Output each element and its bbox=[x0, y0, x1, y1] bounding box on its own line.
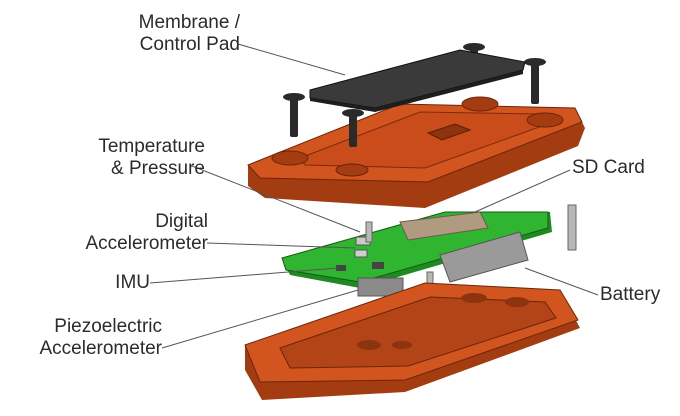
leader-line-digital-accelerometer bbox=[206, 242, 356, 249]
screw bbox=[524, 58, 546, 104]
pcb-component bbox=[336, 265, 346, 271]
label-temperature-line2: & Pressure bbox=[111, 158, 205, 179]
digital-accelerometer-chip bbox=[354, 249, 368, 258]
sd-card-slot bbox=[399, 211, 489, 241]
bottom-case bbox=[244, 282, 580, 400]
pcb-assembly bbox=[281, 211, 552, 297]
label-membrane-line1: Membrane / bbox=[138, 12, 240, 33]
label-temperature-line1: Temperature bbox=[98, 136, 205, 157]
label-temperature-pressure: Temperature & Pressure bbox=[55, 136, 205, 180]
label-digital-line1: Digital bbox=[155, 211, 208, 232]
top-lid-hole bbox=[461, 96, 499, 112]
top-lid bbox=[247, 96, 585, 208]
top-lid-hole bbox=[526, 112, 564, 128]
screw bbox=[342, 109, 364, 147]
label-digital-line2: Accelerometer bbox=[85, 233, 209, 254]
bottom-case-boss bbox=[392, 341, 412, 349]
battery-pack bbox=[439, 231, 529, 283]
bottom-case-boss bbox=[461, 293, 487, 303]
top-lid-window bbox=[426, 123, 472, 141]
leader-line-temperature bbox=[191, 165, 361, 233]
standoff-pin bbox=[365, 221, 373, 243]
label-battery: Battery bbox=[600, 284, 661, 305]
label-piezo-line2: Accelerometer bbox=[39, 338, 163, 359]
bottom-case-boss bbox=[357, 340, 381, 350]
screw bbox=[283, 93, 305, 137]
label-piezoelectric-accelerometer: Piezoelectric Accelerometer bbox=[0, 316, 163, 360]
leader-line-battery bbox=[524, 267, 599, 296]
bottom-case-cavity bbox=[279, 296, 557, 369]
piezo-accelerometer bbox=[357, 277, 404, 297]
top-lid-hole bbox=[335, 163, 369, 177]
leader-line-membrane bbox=[237, 43, 346, 76]
standoff-pin bbox=[567, 204, 577, 251]
bottom-case-boss bbox=[505, 297, 529, 307]
label-imu: IMU bbox=[115, 272, 150, 293]
label-digital-accelerometer: Digital Accelerometer bbox=[40, 211, 209, 255]
label-membrane-line2: Control Pad bbox=[139, 34, 240, 55]
pcb-board bbox=[281, 211, 549, 283]
leader-lines bbox=[149, 43, 599, 349]
label-membrane: Membrane / Control Pad bbox=[95, 12, 240, 56]
imu-chip bbox=[372, 262, 384, 269]
leader-line-piezo bbox=[161, 289, 359, 349]
label-piezo-line1: Piezoelectric bbox=[54, 316, 162, 337]
leader-line-imu bbox=[149, 267, 339, 284]
leader-line-sd-card bbox=[474, 169, 571, 213]
top-lid-hole bbox=[271, 150, 309, 166]
label-sd-card: SD Card bbox=[572, 157, 645, 178]
